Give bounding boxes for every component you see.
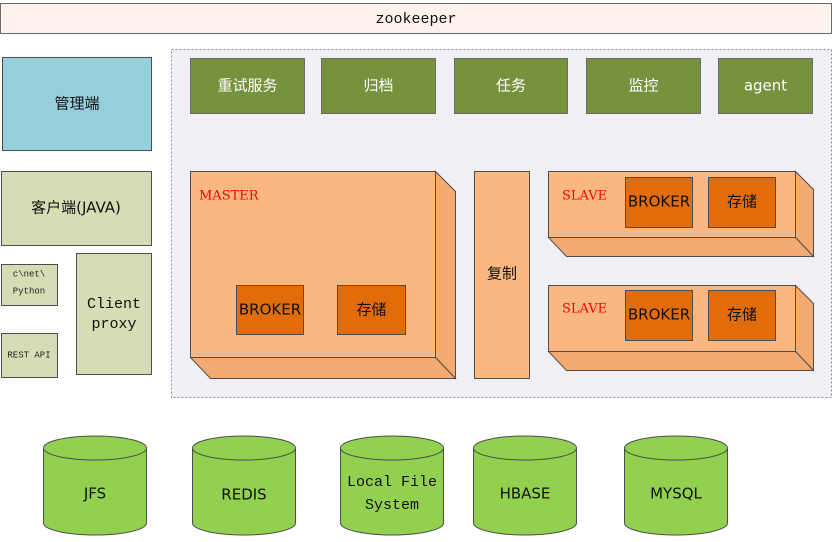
storage-jfs-body: [43, 447, 147, 536]
storage-redis-top: [192, 435, 296, 461]
service-archive-label: 归档: [363, 77, 393, 95]
master-broker-box: [236, 285, 304, 335]
storage-mysql-top: [624, 435, 728, 461]
storage-hbase-body: [473, 447, 577, 536]
storage-hbase: HBASE: [473, 435, 577, 536]
storage-mysql-body: [624, 447, 728, 536]
service-retry-bg: [190, 58, 305, 114]
service-archive-bg: [321, 58, 436, 114]
admin-box-bg: [2, 57, 152, 151]
slave-1-storage-label: 存储: [727, 193, 757, 211]
master-storage-label: 存储: [356, 301, 386, 319]
master-broker-label: BROKER: [239, 301, 301, 319]
storage-mysql-label: MYSQL: [650, 485, 702, 503]
service-agent-label: agent: [744, 77, 787, 95]
client-proxy-box: Client proxy: [76, 253, 152, 375]
slave-1-broker-label: BROKER: [628, 193, 690, 211]
cnet-label: c\net\: [13, 269, 45, 279]
storage-local-label-line-1: Local File: [347, 474, 437, 491]
cnet-python-box-bg: [1, 264, 58, 306]
service-task: 任务: [454, 58, 568, 114]
replicate-label: 复制: [487, 265, 517, 283]
service-monitor-bg: [586, 58, 701, 114]
slave-2-broker-label: BROKER: [628, 306, 690, 324]
storage-mysql: MYSQL: [624, 435, 728, 536]
slave-node-1: SLAVE BROKER 存储: [547, 170, 815, 258]
slave-1-bottom-face: [547, 237, 815, 257]
slave-2-label: SLAVE: [562, 302, 607, 317]
storage-local-body: [340, 447, 444, 536]
storage-redis-label: REDIS: [221, 486, 266, 504]
slave-2-storage-box: [708, 290, 776, 341]
slave-1-label: SLAVE: [562, 189, 607, 204]
admin-box: 管理端: [2, 57, 152, 151]
storage-hbase-label: HBASE: [500, 485, 551, 503]
zookeeper-label: zookeeper: [375, 11, 456, 28]
slave-2-storage-label: 存储: [727, 306, 757, 324]
service-archive: 归档: [321, 58, 436, 114]
master-bottom-face: [189, 357, 457, 379]
replicate-box: 复制: [474, 171, 530, 379]
slave-1-storage-box: [708, 177, 776, 228]
slave-2-bottom-face: [547, 351, 815, 371]
service-monitor-label: 监控: [628, 77, 658, 95]
master-storage-box: [337, 285, 406, 335]
storage-redis: REDIS: [192, 435, 296, 536]
storage-jfs: JFS: [43, 435, 147, 536]
client-proxy-line-1: Client: [87, 296, 141, 313]
service-agent-bg: [718, 58, 813, 114]
replicate-box-bg: [474, 171, 530, 379]
storage-local-label-line-2: System: [365, 497, 419, 514]
rest-api-box-bg: [1, 333, 58, 378]
service-agent: agent: [718, 58, 813, 114]
client-proxy-line-2: proxy: [91, 316, 136, 333]
service-retry: 重试服务: [190, 58, 305, 114]
slave-1-broker-box: [625, 177, 693, 228]
service-task-label: 任务: [496, 77, 526, 95]
master-right-face: [435, 170, 456, 380]
storage-local-file-system: Local File System: [340, 435, 444, 536]
slave-2-broker-box: [625, 290, 693, 341]
storage-hbase-top: [473, 435, 577, 461]
storage-redis-body: [192, 447, 296, 536]
client-proxy-box-bg: [76, 253, 152, 375]
rest-api-box: REST API: [1, 333, 58, 378]
storage-jfs-label: JFS: [83, 485, 106, 503]
cnet-python-box: c\net\ Python: [1, 264, 58, 306]
zookeeper-bar: zookeeper: [0, 3, 832, 34]
storage-local-top: [340, 435, 444, 461]
slave-node-2: SLAVE BROKER 存储: [547, 284, 815, 372]
zookeeper-bar-bg: [0, 3, 832, 34]
admin-label: 管理端: [54, 95, 99, 113]
service-task-bg: [454, 58, 568, 114]
java-client-box: 客户端(JAVA): [1, 171, 152, 246]
master-label: MASTER: [199, 189, 260, 204]
service-monitor: 监控: [586, 58, 701, 114]
java-client-box-bg: [1, 171, 152, 246]
master-node: MASTER BROKER 存储: [189, 170, 457, 380]
python-label: Python: [13, 286, 45, 296]
rest-api-label: REST API: [7, 350, 50, 360]
storage-jfs-top: [43, 435, 147, 461]
java-client-label: 客户端(JAVA): [31, 199, 121, 217]
service-retry-label: 重试服务: [217, 77, 277, 95]
